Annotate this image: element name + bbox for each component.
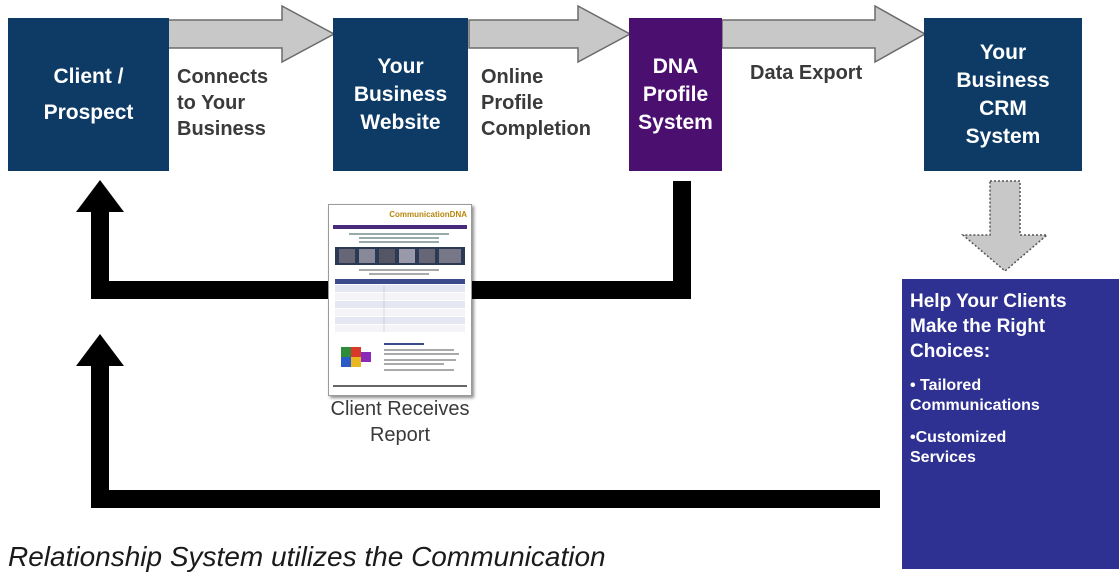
footer-caption: Relationship System utilizes the Communi… bbox=[8, 541, 606, 572]
business-crm-label: Your Business CRM System bbox=[956, 40, 1050, 148]
bullet-tailored: • Tailored Communications bbox=[910, 377, 1040, 414]
data-export-label: Data Export bbox=[750, 62, 863, 84]
arrow-export-icon bbox=[721, 4, 927, 64]
return-arrow-lower-icon bbox=[76, 334, 880, 508]
help-clients-box: Help Your Clients Make the Right Choices… bbox=[902, 279, 1119, 569]
arrow-connects-icon bbox=[167, 4, 336, 64]
dna-profile-label: DNA Profile System bbox=[638, 54, 713, 134]
report-thumbnail: CommunicationDNA bbox=[328, 204, 472, 396]
online-profile-label: Online Profile Completion bbox=[481, 66, 591, 140]
business-website-label: Your Business Website bbox=[353, 54, 448, 134]
client-prospect-label: Client / Prospect bbox=[43, 64, 134, 124]
help-heading: Help Your Clients Make the Right Choices… bbox=[910, 291, 1067, 362]
business-crm-box: Your Business CRM System bbox=[924, 18, 1082, 171]
arrow-down-dotted-icon bbox=[960, 180, 1050, 272]
connects-label: Connects to Your Business bbox=[177, 66, 269, 140]
dna-profile-box: DNA Profile System bbox=[629, 18, 722, 171]
bullet-customized: •Customized Services bbox=[910, 429, 1007, 466]
arrow-online-icon bbox=[468, 4, 632, 64]
business-website-box: Your Business Website bbox=[333, 18, 468, 171]
report-caption: Client Receives Report bbox=[330, 398, 470, 446]
report-brand-text: CommunicationDNA bbox=[389, 210, 467, 219]
report-page-icon: CommunicationDNA bbox=[333, 210, 467, 387]
client-prospect-box: Client / Prospect bbox=[8, 18, 169, 171]
